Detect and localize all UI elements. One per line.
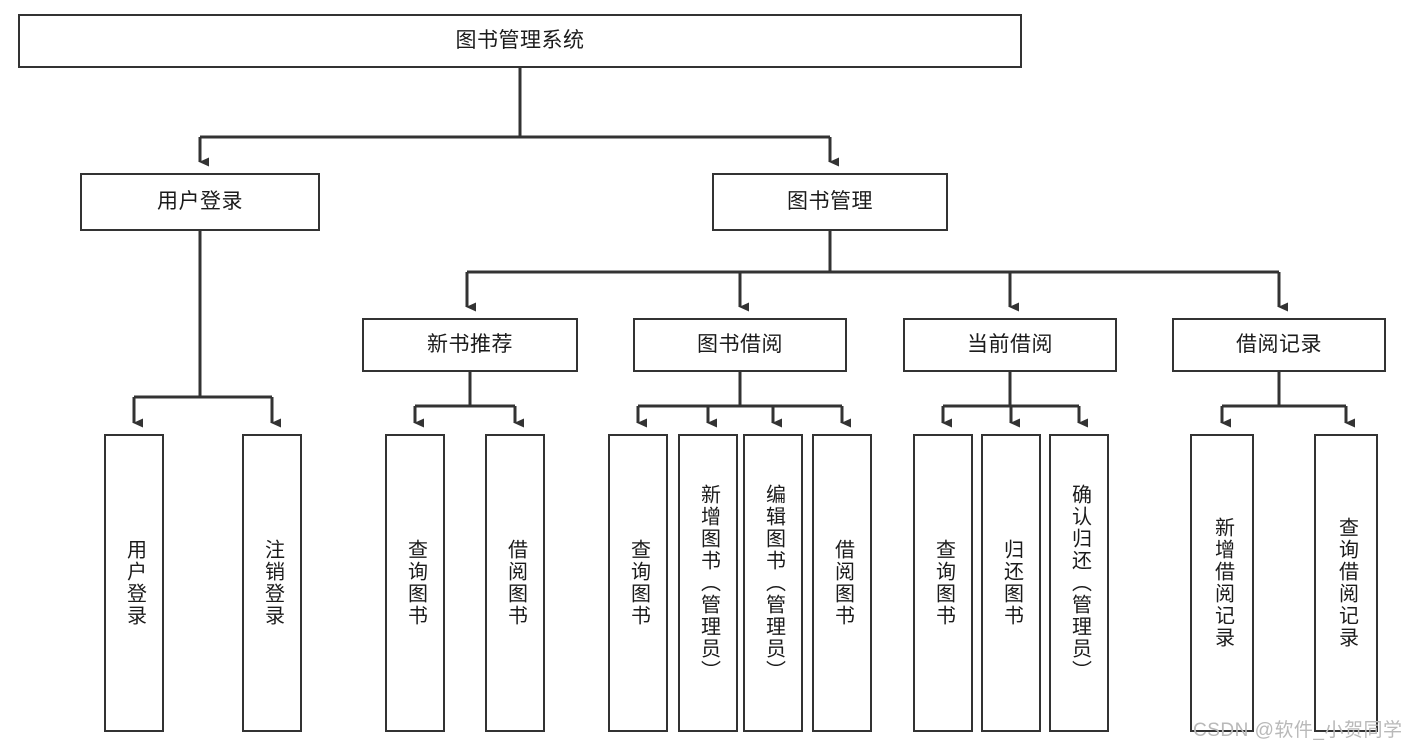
node-leaf-logout[interactable]: 注销登录	[242, 434, 302, 732]
node-label-leaf-query-book-nbr: 查询图书	[404, 539, 427, 627]
node-user-login[interactable]: 用户登录	[80, 173, 320, 231]
node-label-leaf-query-book-cb: 查询图书	[932, 539, 955, 627]
node-leaf-borrow-book-nbr[interactable]: 借阅图书	[485, 434, 545, 732]
node-leaf-edit-book-bb[interactable]: 编辑图书（管理员）	[743, 434, 803, 732]
connector-lines	[132, 68, 1355, 428]
node-label-leaf-add-book-bb: 新增图书（管理员）	[697, 484, 720, 682]
node-label-leaf-query-book-bb: 查询图书	[627, 539, 650, 627]
node-leaf-query-book-bb[interactable]: 查询图书	[608, 434, 668, 732]
node-book-borrow[interactable]: 图书借阅	[633, 318, 847, 372]
node-label-leaf-user-login: 用户登录	[123, 539, 146, 627]
node-label-leaf-return-book-cb: 归还图书	[1000, 539, 1023, 627]
node-label-user-login: 用户登录	[157, 190, 243, 214]
node-label-leaf-query-record-br: 查询借阅记录	[1335, 517, 1358, 649]
node-label-system-root: 图书管理系统	[455, 29, 585, 53]
node-label-borrow-record: 借阅记录	[1236, 333, 1322, 357]
node-borrow-record[interactable]: 借阅记录	[1172, 318, 1386, 372]
node-system-root[interactable]: 图书管理系统	[18, 14, 1022, 68]
node-leaf-confirm-return-cb[interactable]: 确认归还（管理员）	[1049, 434, 1109, 732]
node-leaf-add-record-br[interactable]: 新增借阅记录	[1190, 434, 1254, 732]
node-book-management[interactable]: 图书管理	[712, 173, 948, 231]
node-label-leaf-logout: 注销登录	[261, 539, 284, 627]
node-label-book-borrow: 图书借阅	[697, 333, 783, 357]
node-label-leaf-add-record-br: 新增借阅记录	[1211, 517, 1234, 649]
node-label-leaf-borrow-book-nbr: 借阅图书	[504, 539, 527, 627]
node-label-leaf-confirm-return-cb: 确认归还（管理员）	[1068, 484, 1091, 682]
node-label-current-borrow: 当前借阅	[967, 333, 1053, 357]
node-leaf-borrow-book-bb[interactable]: 借阅图书	[812, 434, 872, 732]
node-leaf-return-book-cb[interactable]: 归还图书	[981, 434, 1041, 732]
node-leaf-query-book-cb[interactable]: 查询图书	[913, 434, 973, 732]
node-label-leaf-borrow-book-bb: 借阅图书	[831, 539, 854, 627]
node-label-leaf-edit-book-bb: 编辑图书（管理员）	[762, 484, 785, 682]
node-new-book-recommend[interactable]: 新书推荐	[362, 318, 578, 372]
node-leaf-query-book-nbr[interactable]: 查询图书	[385, 434, 445, 732]
node-leaf-user-login[interactable]: 用户登录	[104, 434, 164, 732]
node-label-new-book-recommend: 新书推荐	[427, 333, 513, 357]
node-leaf-query-record-br[interactable]: 查询借阅记录	[1314, 434, 1378, 732]
node-current-borrow[interactable]: 当前借阅	[903, 318, 1117, 372]
node-leaf-add-book-bb[interactable]: 新增图书（管理员）	[678, 434, 738, 732]
node-label-book-management: 图书管理	[787, 190, 873, 214]
